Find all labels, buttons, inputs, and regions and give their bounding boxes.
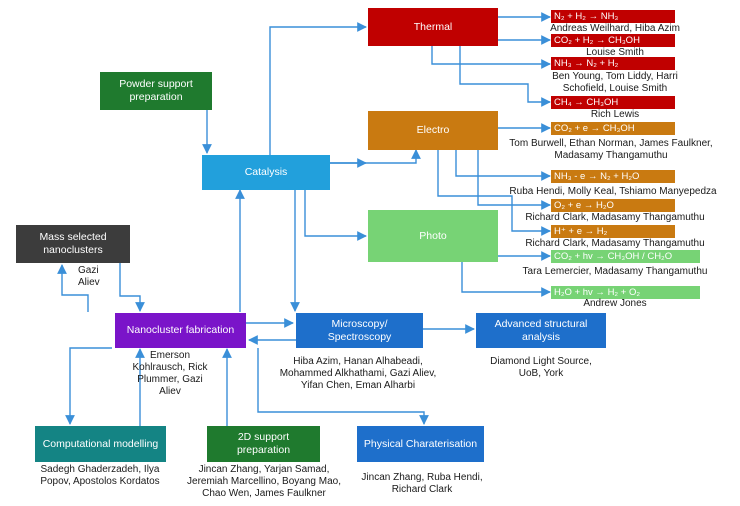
arrow-mass-to-fabrication xyxy=(119,263,145,312)
thermal-team-2: Louise Smith xyxy=(586,47,644,58)
photo-reaction-tag: H₂O + hv → H₂ + O₂ xyxy=(551,286,700,299)
microscopy-team: Hiba Azim, Hanan Alhabeadi, Mohammed Alk… xyxy=(279,356,437,391)
electro-box: Electro xyxy=(368,111,498,150)
thermal-reaction-tag: NH₃ → N₂ + H₂ xyxy=(551,57,675,70)
computational-modelling-box: Computational modelling xyxy=(35,426,166,462)
mass-selected-team: Gazi Aliev xyxy=(78,265,100,288)
nanocluster-fabrication-label: Nanocluster fabrication xyxy=(126,324,235,337)
fabrication-team: Emerson Kohlrausch, Rick Plummer, Gazi A… xyxy=(132,350,208,397)
photo-label: Photo xyxy=(419,229,447,242)
arrow-electro-r4 xyxy=(437,150,551,236)
physical-team: Jincan Zhang, Ruba Hendi, Richard Clark xyxy=(361,472,483,495)
advanced-structural-box: Advanced structural analysis xyxy=(476,313,606,348)
photo-team-2: Andrew Jones xyxy=(583,298,647,309)
thermal-reaction-tag: CO₂ + H₂ → CH₃OH xyxy=(551,34,675,47)
arrow-fabrication-to-physical xyxy=(257,348,429,425)
microscopy-box: Microscopy/ Spectroscopy xyxy=(296,313,423,348)
photo-box: Photo xyxy=(368,210,498,262)
thermal-box: Thermal xyxy=(368,8,498,46)
arrow-photo-r2 xyxy=(461,262,551,297)
nanocluster-fabrication-box: Nanocluster fabrication xyxy=(115,313,246,348)
electro-team-4: Richard Clark, Madasamy Thangamuthu xyxy=(525,238,705,249)
electro-reaction-tag: O₂ + e → H₂O xyxy=(551,199,675,212)
electro-reaction-tag: H⁺ + e → H₂ xyxy=(551,225,675,238)
electro-label: Electro xyxy=(416,124,450,137)
thermal-team-3: Ben Young, Tom Liddy, Harri Schofield, L… xyxy=(552,71,678,94)
thermal-reaction-tag: CH₄ → CH₃OH xyxy=(551,96,675,109)
electro-team-2: Ruba Hendi, Molly Keal, Tshiamo Manyeped… xyxy=(509,186,717,197)
microscopy-label: Microscopy/ Spectroscopy xyxy=(327,317,392,343)
support-2d-team: Jincan Zhang, Yarjan Samad, Jeremiah Mar… xyxy=(187,464,341,499)
thermal-team-4: Rich Lewis xyxy=(590,109,640,120)
arrow-thermal-r4 xyxy=(459,46,551,107)
computational-team: Sadegh Ghaderzadeh, Ilya Popov, Apostolo… xyxy=(40,464,160,487)
mass-selected-box: Mass selected nanoclusters xyxy=(16,225,130,263)
thermal-reaction-tag: N₂ + H₂ → NH₃ xyxy=(551,10,675,23)
thermal-label: Thermal xyxy=(413,20,453,33)
arrow-electro-r3 xyxy=(477,150,551,210)
physical-charaterisation-label: Physical Charaterisation xyxy=(363,437,478,450)
computational-modelling-label: Computational modelling xyxy=(42,437,159,450)
advanced-structural-team: Diamond Light Source, UoB, York xyxy=(490,356,592,379)
photo-reaction-tag: CO₂ + hv → CH₃OH / CH₂O xyxy=(551,250,700,263)
support-2d-label: 2D support preparation xyxy=(236,431,291,456)
mass-selected-label: Mass selected nanoclusters xyxy=(39,231,107,256)
arrow-fabrication-to-computational xyxy=(65,347,112,425)
electro-reaction-tag: NH₃ - e → N₂ + H₂O xyxy=(551,170,675,183)
electro-team-3: Richard Clark, Madasamy Thangamuthu xyxy=(525,212,705,223)
powder-support-box: Powder support preparation xyxy=(100,72,212,110)
physical-charaterisation-box: Physical Charaterisation xyxy=(357,426,484,462)
arrow-fabrication-to-mass xyxy=(57,264,89,312)
arrow-thermal-r3 xyxy=(431,46,551,69)
thermal-team-1: Andreas Weilhard, Hiba Azim xyxy=(550,23,680,34)
electro-reaction-tag: CO₂ + e → CH₃OH xyxy=(551,122,675,135)
catalysis-label: Catalysis xyxy=(244,166,288,179)
arrow-electro-r2 xyxy=(455,150,551,181)
support-2d-box: 2D support preparation xyxy=(207,426,320,462)
electro-team-1: Tom Burwell, Ethan Norman, James Faulkne… xyxy=(509,138,713,161)
powder-support-label: Powder support preparation xyxy=(119,78,193,103)
catalysis-box: Catalysis xyxy=(202,155,330,190)
advanced-structural-label: Advanced structural analysis xyxy=(494,317,588,343)
arrow-catalysis-to-electro-bottom xyxy=(330,149,421,164)
arrow-catalysis-to-photo xyxy=(304,190,367,241)
arrow-catalysis-to-thermal xyxy=(269,22,367,155)
photo-team-1: Tara Lemercier, Madasamy Thangamuthu xyxy=(522,266,708,277)
